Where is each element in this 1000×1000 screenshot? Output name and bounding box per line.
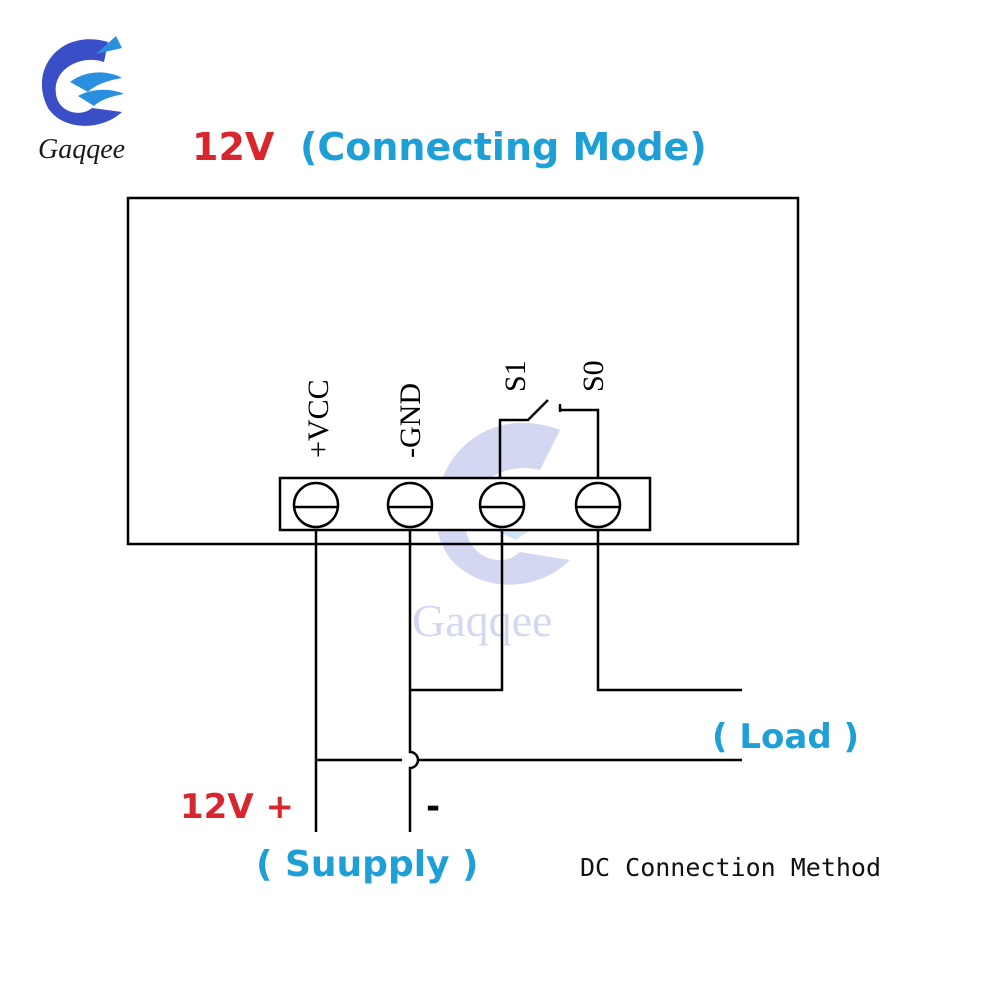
logo-icon <box>41 36 124 126</box>
terminal-label-gnd: -GND <box>394 383 427 458</box>
terminal-screw-gnd <box>386 481 434 529</box>
supply-minus-label: - <box>426 787 440 827</box>
header-mode: (Connecting Mode) <box>300 125 707 169</box>
terminal-label-s0: S0 <box>577 360 610 392</box>
terminal-screw-s1 <box>478 481 526 529</box>
supply-label: ( Suupply ) <box>256 844 479 885</box>
brand-logo: Gaqqee <box>38 36 125 165</box>
header-voltage: 12V <box>192 125 275 169</box>
watermark: Gaqqee <box>412 422 574 646</box>
wire-gnd-to-s1 <box>410 530 504 692</box>
terminal-label-vcc: +VCC <box>302 379 335 458</box>
supply-plus-label: 12V + <box>180 787 294 827</box>
module-outline <box>126 196 800 546</box>
relay-switch <box>498 399 600 482</box>
brand-name: Gaqqee <box>38 134 125 165</box>
caption: DC Connection Method <box>580 853 881 882</box>
load-label: ( Load ) <box>712 717 859 757</box>
terminal-screw-vcc <box>292 481 340 529</box>
wiring <box>314 530 742 832</box>
wire-s0-load <box>596 530 742 692</box>
terminal-screw-s0 <box>574 481 622 529</box>
terminal-label-s1: S1 <box>499 360 532 392</box>
watermark-text: Gaqqee <box>412 595 552 646</box>
wire-gnd <box>408 530 420 832</box>
